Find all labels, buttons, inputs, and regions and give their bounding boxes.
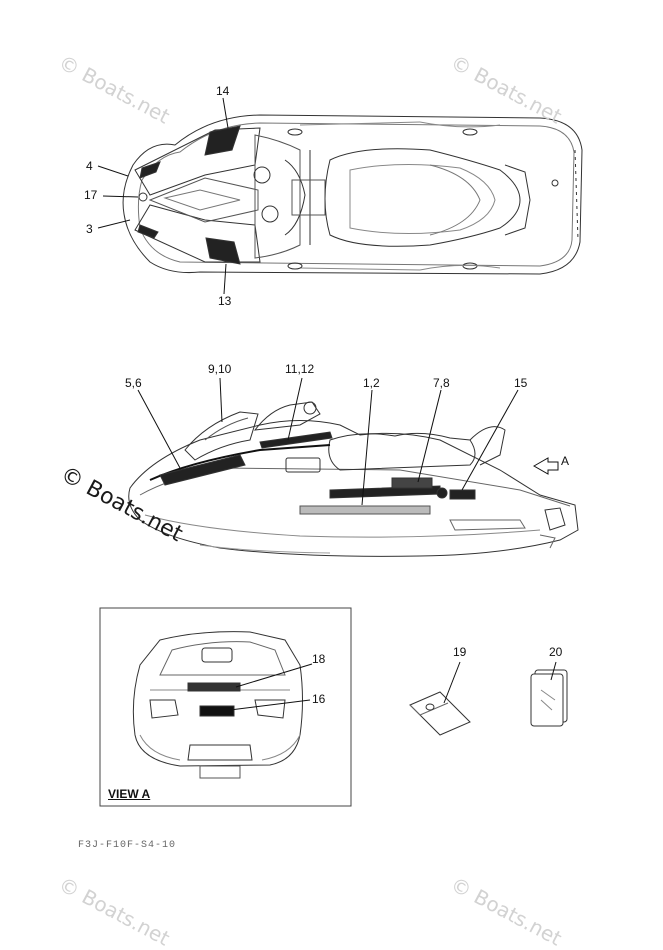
callout-7-8: 7,8 xyxy=(433,376,450,390)
callout-17: 17 xyxy=(84,188,98,202)
part-20-card xyxy=(531,670,567,726)
callout-18: 18 xyxy=(312,652,326,666)
loose-leaders xyxy=(444,662,556,703)
callout-4: 4 xyxy=(86,159,93,173)
callout-5-6: 5,6 xyxy=(125,376,142,390)
callout-3: 3 xyxy=(86,222,93,236)
view-a-frame xyxy=(100,608,351,806)
callout-19: 19 xyxy=(453,645,467,659)
top-view-hull xyxy=(123,115,582,274)
callout-15: 15 xyxy=(514,376,528,390)
top-leaders xyxy=(98,98,228,294)
view-a-rear xyxy=(133,632,302,778)
part-code: F3J-F10F-S4-10 xyxy=(78,840,177,851)
part-19-bag xyxy=(410,692,470,735)
callout-14: 14 xyxy=(216,84,230,98)
side-leaders xyxy=(138,378,558,505)
callout-view-a-arrow: A xyxy=(561,454,570,468)
callout-9-10: 9,10 xyxy=(208,362,232,376)
view-a-label: VIEW A xyxy=(108,787,151,801)
callout-11-12: 11,12 xyxy=(285,362,315,376)
view-a-leaders xyxy=(230,664,312,710)
callout-13: 13 xyxy=(218,294,232,308)
callout-20: 20 xyxy=(549,645,563,659)
callout-1-2: 1,2 xyxy=(363,376,380,390)
side-view-hull xyxy=(129,402,578,556)
callout-16: 16 xyxy=(312,692,326,706)
